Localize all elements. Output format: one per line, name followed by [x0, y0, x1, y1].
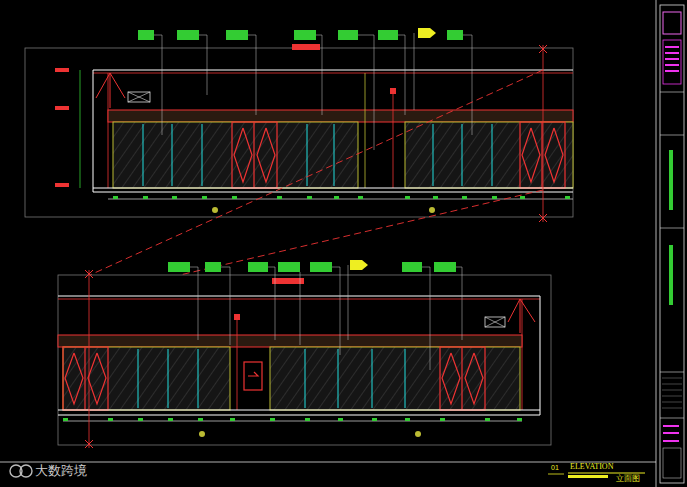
watermark: 大数跨境 [35, 464, 87, 478]
drawing-number-wrap: 01 [551, 464, 559, 472]
drawing-title: ELEVATION [570, 463, 613, 472]
drawing-title-wrap: ELEVATION [570, 463, 613, 472]
drawing-title-cn: 立面图 [616, 475, 640, 484]
drawing-number: 01 [551, 464, 559, 472]
drawing-title-cn-wrap: 立面图 [616, 475, 640, 484]
watermark-wrap: 大数跨境 [35, 464, 87, 478]
